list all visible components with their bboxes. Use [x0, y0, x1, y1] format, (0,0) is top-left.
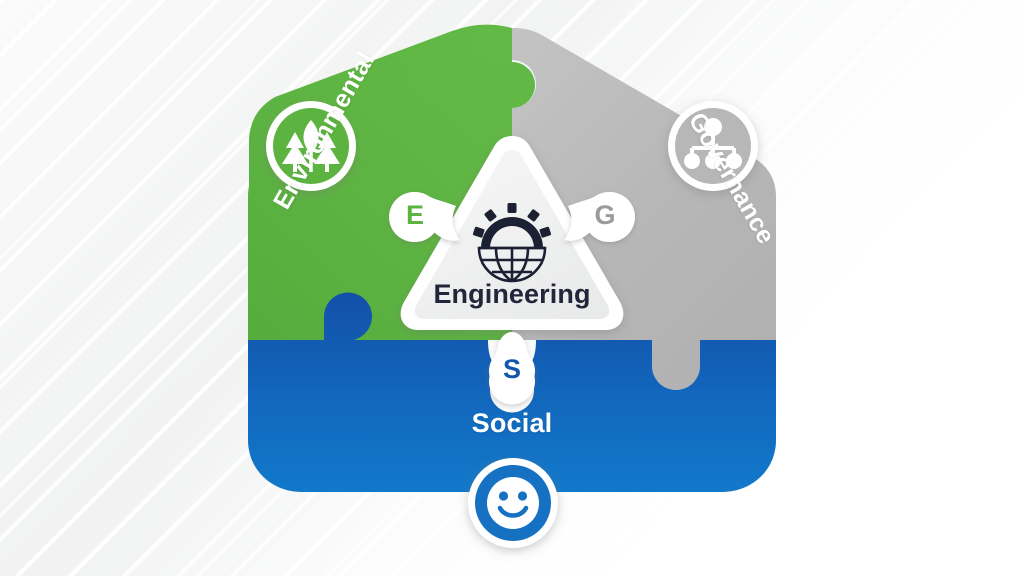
badge-s-circle[interactable]	[489, 348, 535, 394]
badge-g-circle[interactable]	[584, 192, 634, 242]
org-chart-icon-badge[interactable]	[668, 101, 758, 191]
org-chart-icon	[684, 118, 742, 169]
badge-g[interactable]	[564, 191, 635, 242]
trees-icon	[282, 120, 340, 172]
trees-icon-badge[interactable]	[266, 101, 356, 191]
badge-letter-s[interactable]: S	[502, 354, 521, 384]
badge-letter-g[interactable]: G	[594, 200, 616, 230]
gear-globe-icon	[472, 203, 552, 283]
badge-e-circle[interactable]	[390, 192, 440, 242]
smiley-face-icon-badge[interactable]	[468, 458, 558, 548]
center-triangle-face	[414, 150, 610, 319]
smiley-face-icon	[487, 477, 539, 529]
badge-e[interactable]	[389, 191, 460, 242]
segment-social[interactable]	[248, 292, 776, 492]
segment-social-shape[interactable]	[248, 292, 776, 492]
center-label-engineering: Engineering	[433, 279, 591, 309]
badge-letter-e[interactable]: E	[405, 200, 424, 230]
badge-s[interactable]	[489, 332, 535, 405]
center-triangle[interactable]	[400, 136, 624, 330]
segment-label-social: Social	[471, 408, 553, 438]
